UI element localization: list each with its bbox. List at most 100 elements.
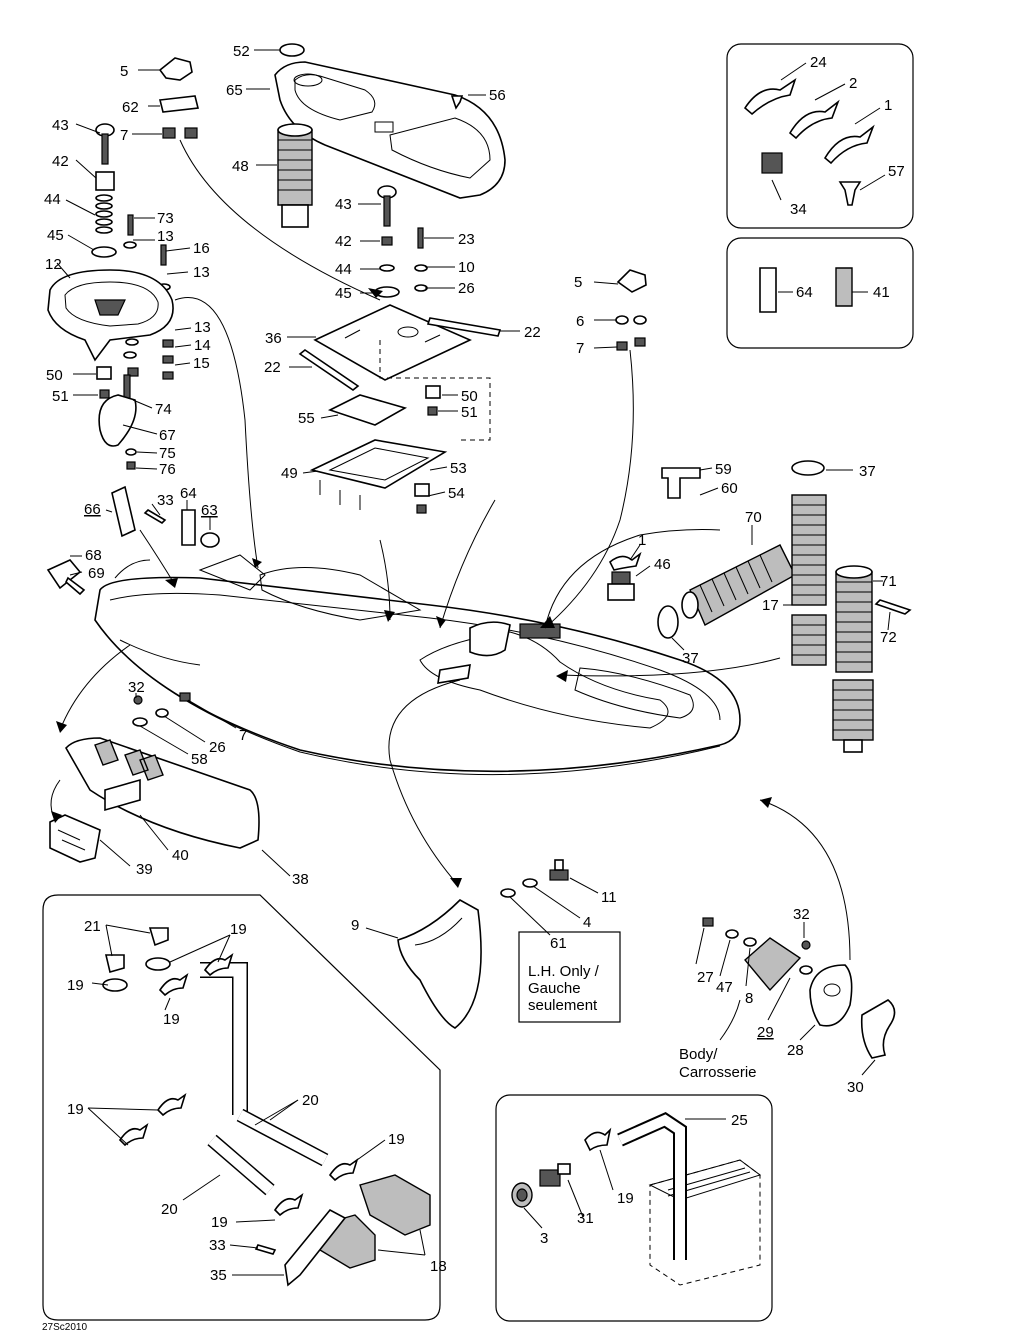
washer-45 (91, 246, 117, 258)
label-24: 24 (810, 54, 827, 71)
panel-9 (397, 899, 482, 1029)
label-25: 25 (731, 1112, 748, 1129)
label-19-e: 19 (388, 1131, 405, 1148)
label-45-center: 45 (335, 285, 352, 302)
label-50-left: 50 (46, 367, 63, 384)
label-5-right: 5 (574, 274, 582, 291)
note-body-line1: Body/ (679, 1046, 718, 1063)
label-33-side: 33 (157, 492, 174, 509)
label-37-lower: 37 (682, 650, 699, 667)
battery (648, 1159, 762, 1286)
label-55: 55 (298, 410, 315, 427)
label-17: 17 (762, 597, 779, 614)
label-30: 30 (847, 1079, 864, 1096)
washers-44 (95, 194, 113, 234)
cap-3 (511, 1182, 533, 1208)
washer-10 (414, 264, 428, 272)
clamp-1-inset (823, 124, 875, 165)
clip-34 (761, 152, 783, 174)
adapter-70 (681, 591, 699, 619)
bracket-35 (284, 1208, 347, 1287)
nut-15-right (162, 371, 174, 380)
tie-72 (874, 599, 912, 615)
tie-33a (143, 508, 167, 525)
label-51-center: 51 (461, 404, 478, 421)
washer-61 (500, 888, 516, 898)
tie-33b (254, 1244, 277, 1255)
label-13-c: 13 (194, 319, 211, 336)
bolt-73 (127, 214, 134, 236)
label-68: 68 (85, 547, 102, 564)
bushing-42 (95, 171, 115, 191)
washer-47 (725, 929, 739, 939)
nut-76 (126, 461, 136, 470)
label-32-side: 32 (128, 679, 145, 696)
inset-box-clips (726, 237, 914, 349)
label-42-center: 42 (335, 233, 352, 250)
label-54: 54 (448, 485, 465, 502)
bolt-43-center (377, 185, 397, 227)
label-59: 59 (715, 461, 732, 478)
leader-lines (56, 49, 891, 1276)
washer-13c (125, 338, 139, 346)
label-22-right: 22 (524, 324, 541, 341)
label-15: 15 (193, 355, 210, 372)
label-67: 67 (159, 427, 176, 444)
nut-7b (184, 127, 198, 139)
bracket-5-right (616, 269, 647, 293)
nut-51-left (99, 389, 110, 399)
clamp-19-d (158, 972, 189, 997)
label-34: 34 (790, 201, 807, 218)
washer-4 (522, 878, 538, 888)
clamp-19-b (145, 957, 171, 971)
label-19-a: 19 (230, 921, 247, 938)
nut-51-center (427, 406, 438, 416)
nut-54 (416, 504, 427, 514)
label-56: 56 (489, 87, 506, 104)
label-20-left: 20 (161, 1201, 178, 1218)
bellows-48 (277, 123, 313, 228)
handlebar-12 (47, 269, 174, 362)
label-10: 10 (458, 259, 475, 276)
bolt-16 (160, 244, 167, 266)
label-39: 39 (136, 861, 153, 878)
label-58: 58 (191, 751, 208, 768)
label-11: 11 (601, 889, 617, 906)
clamp-19-c (203, 952, 234, 977)
strip-22-right (426, 317, 502, 337)
ring-37-lower (657, 605, 679, 639)
plate-62 (159, 95, 199, 113)
strip-22-left (298, 349, 360, 391)
sponson-38 (65, 737, 260, 849)
label-42-left: 42 (52, 153, 69, 170)
nut-13-right (162, 339, 174, 348)
label-45-left: 45 (47, 227, 64, 244)
label-64-side: 64 (180, 485, 197, 502)
nut-7-side (179, 692, 191, 702)
label-32-intake: 32 (793, 906, 810, 923)
label-75: 75 (159, 445, 176, 462)
label-31: 31 (577, 1210, 594, 1227)
clamp-19-f (118, 1122, 149, 1147)
label-16: 16 (193, 240, 210, 257)
plate-66 (111, 485, 136, 538)
label-5-left: 5 (120, 63, 128, 80)
ring-37-upper (791, 460, 825, 476)
label-65: 65 (226, 82, 243, 99)
label-8: 8 (745, 990, 753, 1007)
clamp-24 (743, 78, 797, 116)
clamp-19-h (273, 1192, 304, 1217)
washer-58 (132, 717, 148, 727)
label-2: 2 (849, 75, 857, 92)
label-44-left: 44 (44, 191, 61, 208)
label-1-fitting: 1 (638, 532, 646, 549)
hull-body (94, 554, 741, 776)
label-13-a: 13 (157, 228, 174, 245)
label-66: 66 (84, 501, 101, 518)
label-19-d: 19 (67, 1101, 84, 1118)
nut-27 (702, 917, 714, 927)
arrowheads (51, 288, 772, 888)
screw-11 (549, 859, 569, 881)
label-1-inset: 1 (884, 97, 892, 114)
